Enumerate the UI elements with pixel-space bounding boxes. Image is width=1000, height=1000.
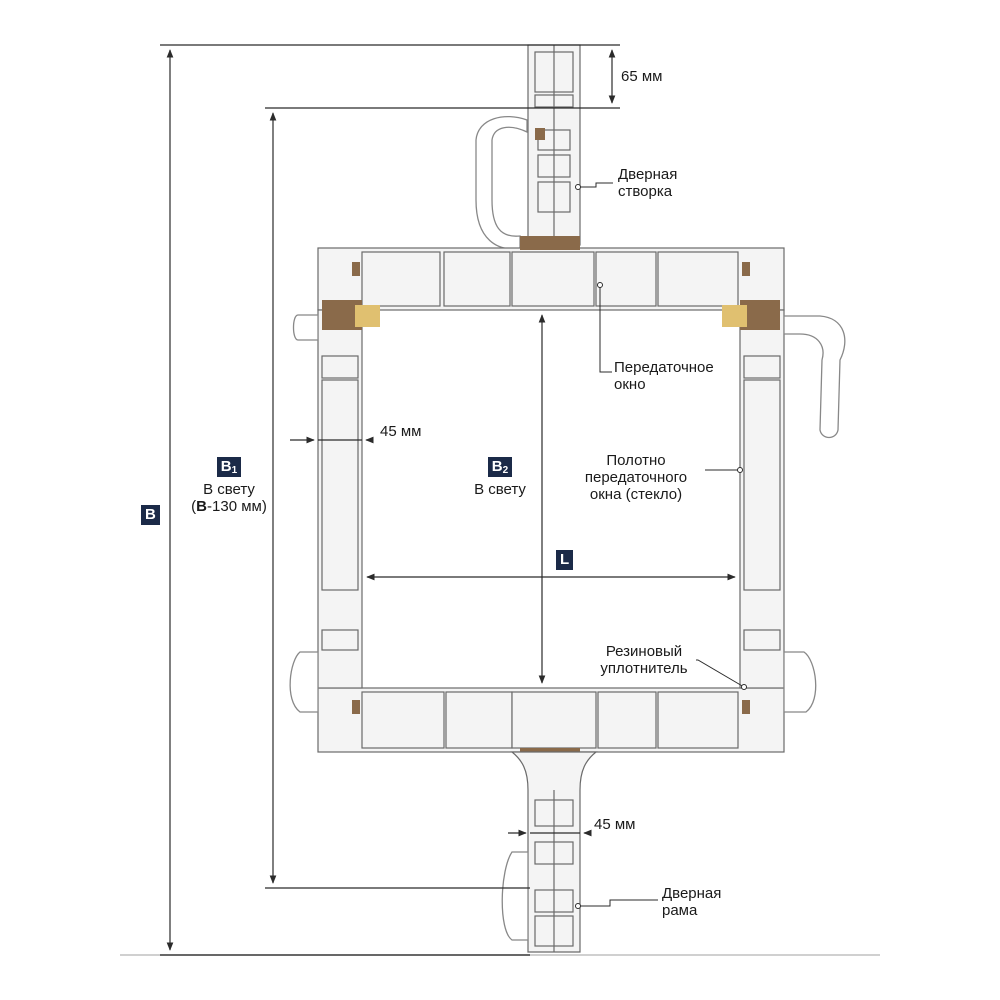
dimension-lines bbox=[160, 44, 736, 956]
leader-dots bbox=[575, 184, 747, 909]
door-hinge-bottom bbox=[501, 851, 529, 941]
door-frame-line2: рама bbox=[662, 902, 698, 919]
dim-45mm-bottom-label: 45 мм bbox=[594, 816, 636, 833]
b2-clear-label: В свету bbox=[474, 481, 526, 498]
badge-l-text: L bbox=[556, 550, 574, 570]
door-frame-line1: Дверная bbox=[662, 885, 722, 902]
transfer-window-line1: Передаточное bbox=[614, 359, 714, 376]
b1-block: B1 В свету (B-130 мм) bbox=[186, 457, 272, 515]
hinge-right bbox=[783, 651, 817, 713]
window-pane-label: Полотно передаточного окна (стекло) bbox=[570, 452, 702, 503]
b1-b-bold: B bbox=[196, 498, 208, 515]
window-pane-line2: передаточного bbox=[584, 469, 688, 486]
door-sash-line2: створка bbox=[618, 183, 673, 200]
door-sash-line1: Дверная bbox=[618, 166, 678, 183]
badge-b-text: B bbox=[141, 505, 160, 525]
badge-b1-sub: 1 bbox=[231, 465, 238, 476]
rubber-seal-line2: уплотнитель bbox=[600, 660, 688, 677]
rubber-seal-line1: Резиновый bbox=[605, 643, 683, 660]
window-pane-line3: окна (стекло) bbox=[589, 486, 683, 503]
window-pane-line1: Полотно bbox=[606, 452, 666, 469]
b2-block: B2 В свету bbox=[460, 457, 540, 498]
badge-b2-sub: 2 bbox=[502, 465, 509, 476]
window-handle-left bbox=[292, 314, 319, 341]
badge-b1-letter: B bbox=[220, 458, 232, 475]
transfer-window-label: Передаточное окно bbox=[614, 359, 714, 393]
dim-65mm-label: 65 мм bbox=[621, 68, 663, 85]
door-profile-bottom bbox=[510, 751, 598, 953]
door-sash-label: Дверная створка bbox=[618, 166, 677, 200]
rubber-seal-label: Резиновый уплотнитель bbox=[594, 643, 694, 677]
b1-clear-label: В свету bbox=[203, 481, 255, 498]
door-handle-top bbox=[475, 116, 528, 250]
window-frame bbox=[317, 247, 785, 753]
window-handle-right bbox=[783, 315, 846, 439]
window-hardware bbox=[322, 236, 780, 760]
b1-formula: (B-130 мм) bbox=[186, 498, 272, 515]
badge-b2-letter: B bbox=[491, 458, 503, 475]
badge-b1: B1 bbox=[216, 457, 242, 477]
leader-lines bbox=[578, 182, 745, 907]
b1-rest: -130 мм) bbox=[207, 498, 267, 515]
badge-b: B bbox=[141, 505, 160, 525]
hinge-left bbox=[289, 651, 319, 713]
lock-part bbox=[535, 128, 545, 140]
badge-l: L bbox=[556, 550, 574, 570]
b1-paren: ( bbox=[191, 498, 197, 515]
door-profile-top bbox=[527, 44, 581, 246]
door-frame-label: Дверная рама bbox=[662, 885, 721, 919]
badge-b2: B2 bbox=[487, 457, 513, 477]
dim-45mm-side-label: 45 мм bbox=[380, 423, 422, 440]
transfer-window-line2: окно bbox=[614, 376, 646, 393]
